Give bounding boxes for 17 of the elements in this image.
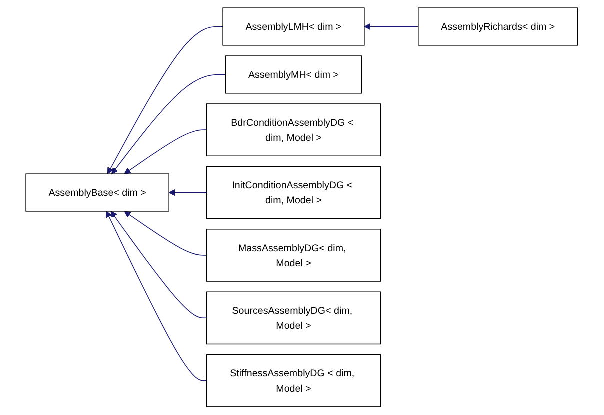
arrow xyxy=(364,23,419,30)
arrow xyxy=(110,211,208,319)
arrow xyxy=(112,74,226,174)
node-box: AssemblyBase< dim > xyxy=(26,174,170,212)
arrow xyxy=(106,211,208,382)
arrow xyxy=(168,189,208,196)
node-box: AssemblyMH< dim > xyxy=(225,56,362,94)
node-box: AssemblyRichards< dim > xyxy=(418,8,578,46)
arrow xyxy=(108,26,224,174)
arrow xyxy=(124,130,208,174)
node-box: InitConditionAssemblyDG < dim, Model > xyxy=(206,166,382,220)
node-box: AssemblyLMH< dim > xyxy=(222,8,365,46)
node-box: StiffnessAssemblyDG < dim, Model > xyxy=(206,354,382,408)
arrow xyxy=(124,211,208,256)
node-box: SourcesAssemblyDG< dim, Model > xyxy=(206,292,382,345)
node-box: MassAssemblyDG< dim, Model > xyxy=(206,229,382,282)
node-box: BdrConditionAssemblyDG < dim, Model > xyxy=(206,104,382,156)
